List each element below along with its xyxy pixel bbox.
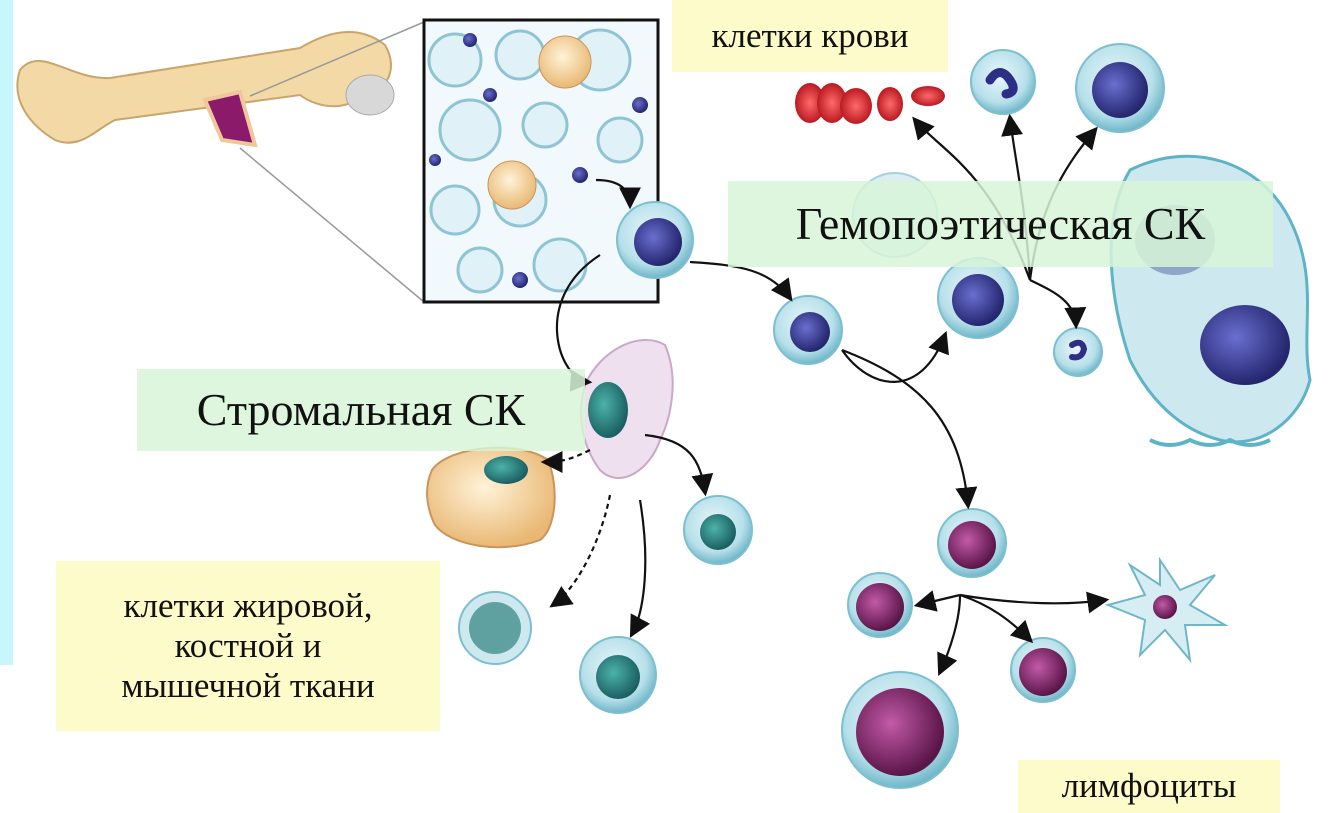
label-stromal-text: Стромальная СК xyxy=(197,384,525,437)
basophil xyxy=(1076,44,1164,132)
myeloblast xyxy=(938,258,1018,338)
label-lymphocytes-text: лимфоциты xyxy=(1062,766,1237,806)
hematopoietic-stem-cell xyxy=(617,202,693,278)
bone-illustration xyxy=(17,32,394,145)
bone-cell xyxy=(459,592,531,664)
label-stromal-stem-cell: Стромальная СК xyxy=(137,369,585,451)
muscle-cell xyxy=(580,637,656,713)
label-hematopoietic-stem-cell: Гемопоэтическая СК xyxy=(728,181,1273,267)
label-hematopoietic-text: Гемопоэтическая СК xyxy=(796,198,1205,251)
fat-cell xyxy=(427,448,555,548)
osteoprogenitor xyxy=(684,496,752,564)
stromal-dashed-arrows xyxy=(545,450,610,605)
lymphocyte-b xyxy=(848,573,912,637)
dendritic-cell xyxy=(1108,560,1225,660)
lymphoid-progenitor xyxy=(938,509,1006,577)
myeloid-progenitor xyxy=(774,296,842,364)
label-lymphocytes: лимфоциты xyxy=(1018,760,1280,813)
label-fat-bone-muscle: клетки жировой, костной и мышечной ткани xyxy=(56,561,440,731)
label-fat-line-2: костной и xyxy=(175,626,322,666)
label-blood-cells-text: клетки крови xyxy=(711,16,908,56)
plasma-cell xyxy=(842,672,958,788)
lymphocyte-t xyxy=(1011,638,1075,702)
zoom-line-bottom xyxy=(240,148,424,302)
neutrophil xyxy=(971,50,1035,114)
label-blood-cells: клетки крови xyxy=(672,0,948,72)
label-fat-line-3: мышечной ткани xyxy=(121,666,374,706)
label-fat-line-1: клетки жировой, xyxy=(124,586,373,626)
eosinophil xyxy=(1054,328,1102,376)
red-blood-cells xyxy=(795,83,945,124)
stromal-stem-cell xyxy=(581,340,673,478)
